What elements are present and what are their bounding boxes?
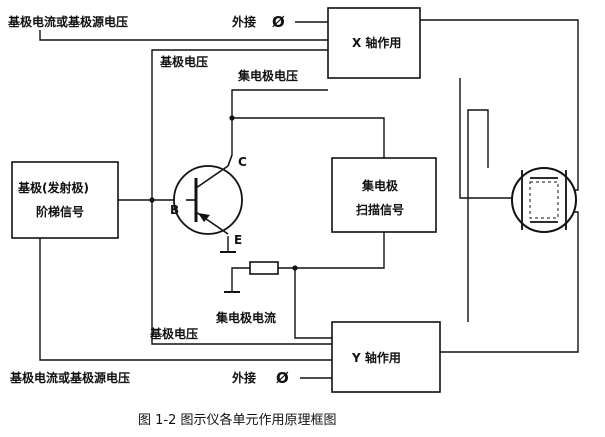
label-base-voltage-bottom: 基极电压: [149, 326, 198, 341]
label-ext-bottom: 外接: [232, 370, 256, 385]
wire-resistor-ground: [231, 267, 250, 292]
label-collector-scan-line2: 扫描信号: [356, 202, 404, 217]
wire-x-to-screen: [420, 19, 579, 191]
ext-symbol-bottom-icon: Ø: [276, 369, 289, 387]
wire-scan-to-resistor: [278, 232, 385, 269]
wire-collector-voltage: [231, 89, 328, 155]
wire-collector-scan: [232, 117, 385, 158]
junction-resistor: [292, 265, 298, 271]
wire-base-current-bottom: [39, 220, 332, 361]
label-terminal-e: E: [234, 233, 242, 247]
wire-collector-current: [294, 268, 332, 339]
label-base-step-line2: 阶梯信号: [36, 204, 84, 219]
label-collector-scan-line1: 集电极: [361, 178, 399, 193]
y-axis-block: [331, 321, 441, 393]
label-terminal-c: C: [238, 155, 247, 169]
collector-scan-signal-block: [331, 157, 437, 233]
wire-x-to-screen-2: [459, 78, 522, 199]
label-terminal-b: B: [170, 203, 179, 217]
label-ext-top: 外接: [232, 14, 256, 29]
figure-caption: 图 1-2 图示仪各单元作用原理框图: [138, 412, 337, 428]
base-step-signal-block: [11, 161, 119, 239]
label-base-voltage-top: 基极电压: [159, 54, 208, 69]
junction-base: [149, 197, 155, 203]
resistor-symbol: [249, 261, 279, 275]
junction-collector: [229, 115, 235, 121]
emitter-arrow-icon: [198, 213, 210, 222]
wire-base-voltage-top: [151, 49, 328, 200]
label-base-current-top: 基极电流或基极源电压: [7, 14, 128, 29]
wire-y-to-screen-2: [467, 109, 489, 322]
label-collector-voltage: 集电极电压: [237, 68, 298, 83]
x-axis-block: [327, 7, 421, 79]
oscilloscope-screen-icon: [511, 167, 577, 233]
label-base-step-line1: 基极(发射极): [17, 180, 89, 195]
label-y-axis: Y 轴作用: [351, 350, 401, 365]
label-x-axis: X 轴作用: [352, 35, 401, 50]
label-base-current-bottom: 基极电流或基极源电压: [9, 370, 130, 385]
transistor-symbol: [173, 154, 243, 235]
wire-y-to-screen: [440, 211, 579, 353]
label-collector-current: 集电极电流: [215, 310, 276, 325]
wire-base-current-top: [39, 30, 328, 41]
wire-base-voltage-bottom: [151, 200, 332, 345]
ext-symbol-top-icon: Ø: [272, 13, 285, 31]
wires: [39, 19, 579, 379]
